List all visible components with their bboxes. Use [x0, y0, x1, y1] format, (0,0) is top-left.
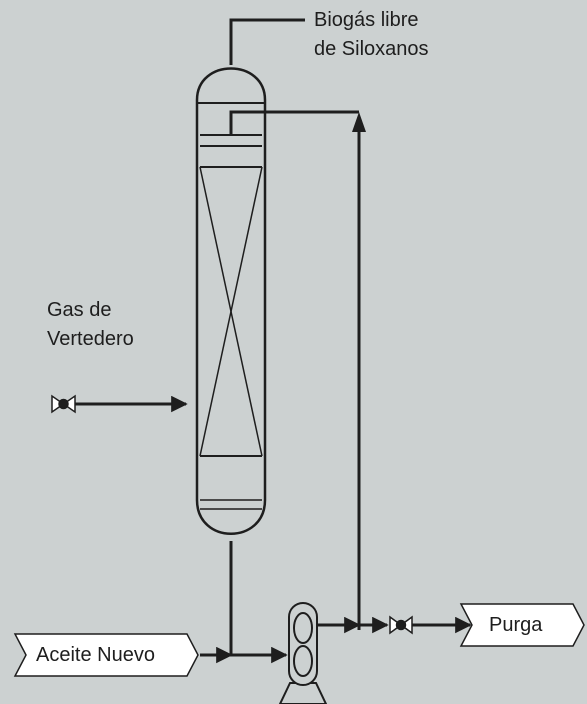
gas-inlet-label-line1: Gas de: [47, 299, 112, 321]
pump-icon: [278, 602, 328, 704]
output-top-label-line2: de Siloxanos: [314, 38, 429, 60]
absorption-column: [195, 67, 267, 535]
purge-tag: [459, 603, 585, 647]
recycle-arrow-icon: [352, 112, 366, 132]
output-top-label: Biogás libre de Siloxanos: [314, 6, 429, 64]
gas-inlet-label: Gas de Vertedero: [47, 296, 134, 354]
output-top-label-line1: Biogás libre: [314, 9, 419, 31]
fresh-oil-label: Aceite Nuevo: [36, 644, 155, 666]
top-outlet-line: [229, 18, 305, 65]
gas-inlet-valve-icon: [51, 394, 76, 414]
recycle-line: [229, 110, 361, 630]
gas-inlet-label-line2: Vertedero: [47, 328, 134, 350]
fresh-oil-tag: [13, 633, 199, 677]
purge-valve-icon: [389, 615, 413, 635]
purge-label: Purga: [489, 614, 543, 636]
